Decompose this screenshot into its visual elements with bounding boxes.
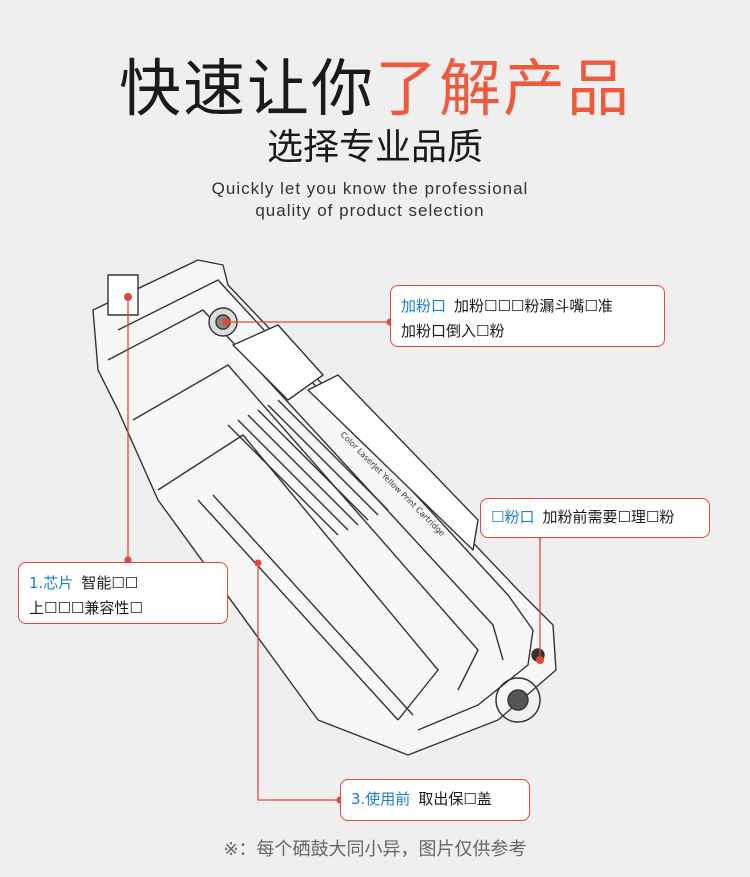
dot-chip-top — [124, 293, 132, 301]
callout-waste-port: ☐粉口加粉前需要☐理☐粉 — [480, 498, 710, 538]
callout-chip-line-2: 上☐☐☐兼容性☐ — [29, 599, 143, 617]
toner-cartridge-illustration: Color LaserJet Yellow Print Cartridge — [92, 259, 557, 756]
title-part-2: 了解产品 — [375, 52, 632, 125]
callout-before-use-text: 取出保☐盖 — [418, 790, 492, 808]
english-line-2: quality of product selection — [255, 201, 485, 220]
dot-chip — [124, 556, 132, 564]
english-tagline: Quickly let you know the professional qu… — [0, 178, 740, 222]
callout-before-use-label: 3.使用前 — [351, 790, 411, 808]
footer-note: ※：每个硒鼓大同小异，图片仅供参考 — [223, 839, 527, 860]
title-part-1: 快速让你 — [118, 52, 375, 125]
callout-powder-inlet-label: 加粉口 — [401, 297, 447, 315]
dot-waste — [536, 656, 544, 664]
callout-powder-inlet-line-1: 加粉口加粉☐☐☐粉漏斗嘴☐准 — [401, 297, 613, 315]
callout-chip: 1.芯片智能☐☐ 上☐☐☐兼容性☐ — [18, 562, 228, 624]
callout-waste-port-label: ☐粉口 — [491, 508, 535, 526]
page-subtitle: 选择专业品质 — [266, 127, 483, 168]
callout-powder-inlet: 加粉口加粉☐☐☐粉漏斗嘴☐准 加粉口倒入☐粉 — [390, 285, 665, 347]
callout-before-use: 3.使用前取出保☐盖 — [340, 779, 530, 821]
dot-inlet — [222, 318, 230, 326]
dot-cap — [254, 559, 262, 567]
english-line-1: Quickly let you know the professional — [211, 179, 529, 198]
callout-chip-label: 1.芯片 — [29, 574, 74, 592]
callout-chip-line-1: 1.芯片智能☐☐ — [29, 574, 139, 592]
callout-powder-inlet-line-2: 加粉口倒入☐粉 — [401, 322, 505, 340]
page-title: 快速让你了解产品 — [0, 38, 750, 128]
callout-waste-port-text: 加粉前需要☐理☐粉 — [542, 508, 675, 526]
